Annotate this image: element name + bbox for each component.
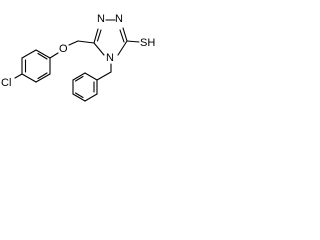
double-bond <box>37 72 48 80</box>
bond-c-cl <box>14 73 23 79</box>
bond <box>93 28 99 44</box>
bond <box>72 72 86 81</box>
bond <box>84 93 98 102</box>
bond-c-o <box>49 52 59 59</box>
bond-ch2-phenyl <box>96 71 112 81</box>
bond <box>21 73 37 83</box>
atom-o: O <box>59 43 68 55</box>
atom-n-bottom: N <box>106 52 114 64</box>
bond <box>35 73 51 83</box>
bond <box>21 49 37 59</box>
atom-sh: SH <box>140 37 155 49</box>
atom-n-top-left: N <box>97 13 105 25</box>
chlorophenyl-ring <box>21 49 51 83</box>
double-bond <box>96 29 102 42</box>
bond-ch2-c5 <box>77 40 95 44</box>
bond <box>122 27 128 42</box>
bond <box>35 49 51 59</box>
benzyl-phenyl-ring <box>72 72 98 102</box>
bond <box>72 93 86 102</box>
bond <box>93 42 105 56</box>
molecule-diagram: Cl O N N N SH <box>1 13 155 102</box>
bond <box>117 40 128 56</box>
double-bond <box>37 52 48 60</box>
atom-cl: Cl <box>1 77 11 89</box>
bond-o-ch2 <box>68 40 79 46</box>
atom-n-top-right: N <box>115 13 123 25</box>
double-bond <box>74 92 84 99</box>
double-bond <box>74 75 84 82</box>
double-bond <box>119 29 125 43</box>
bond-c-sh <box>126 40 140 43</box>
triazole-ring <box>93 19 128 56</box>
bond <box>84 72 98 81</box>
